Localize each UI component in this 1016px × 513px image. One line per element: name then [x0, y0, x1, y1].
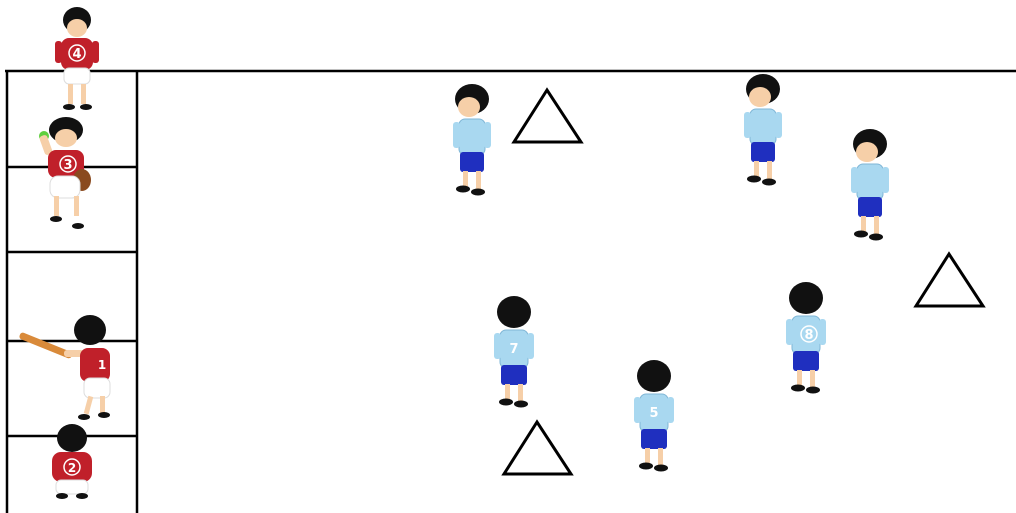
jersey-number-text: 2 [68, 461, 76, 475]
jersey-number-text: 1 [98, 358, 106, 372]
blue-player-a [452, 83, 492, 196]
blue-player-5: 5 [633, 359, 675, 472]
red-player-2: 2 [52, 424, 92, 499]
red-player-3: 3 [39, 117, 91, 229]
blue-player-8: 8 [785, 281, 827, 394]
jersey-number-text: 4 [72, 47, 81, 62]
blue-player-7: 7 [493, 295, 535, 408]
jersey-number-text: 7 [509, 342, 518, 357]
jersey-number-text: 8 [804, 328, 813, 343]
blue-player-b [743, 73, 783, 186]
triangle-cone-icon [913, 251, 986, 308]
jersey-number [68, 44, 86, 62]
cones [501, 87, 986, 476]
jersey-number-text: 3 [63, 158, 72, 173]
jersey-number-text: 5 [649, 406, 658, 421]
triangle-cone-icon [501, 419, 574, 476]
bat-icon [19, 332, 73, 359]
red-player-4: 4 [55, 7, 99, 110]
blue-player-c [850, 128, 890, 241]
red-player-1: 1 [19, 315, 111, 420]
triangle-cone-icon [511, 87, 584, 144]
